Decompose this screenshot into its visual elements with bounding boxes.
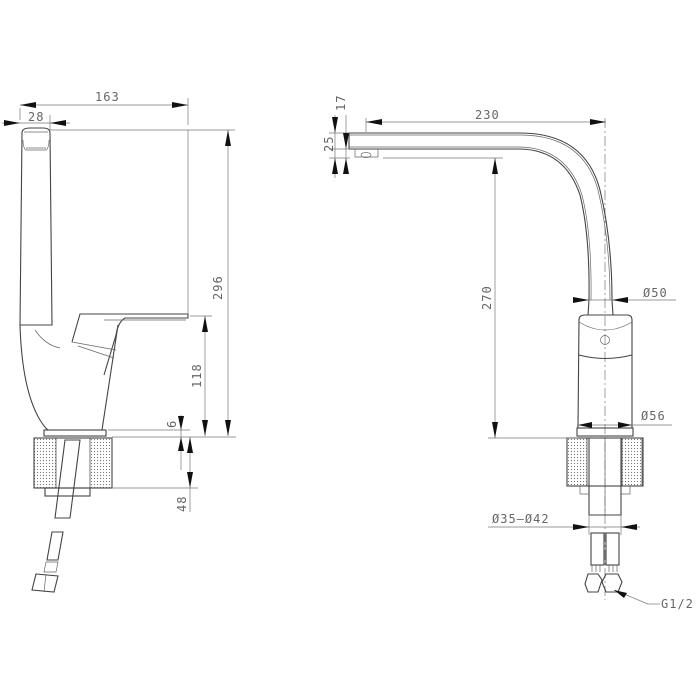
dim-overall-reach: 163	[95, 90, 120, 104]
dim-base-thickness: 6	[165, 420, 179, 428]
dim-body-diameter: Ø56	[641, 409, 666, 423]
dim-spout-tip-step: 17	[334, 95, 348, 111]
dim-spout-height: 270	[480, 285, 494, 310]
dim-overall-height: 296	[211, 275, 225, 300]
dim-neck-diameter: Ø50	[643, 286, 668, 300]
dim-spout-tip-height: 25	[322, 136, 336, 152]
dim-thread: G1/2	[661, 597, 694, 611]
side-view: 163 28 296 118 6 48	[2, 90, 236, 593]
dim-spout-width: 28	[28, 110, 44, 124]
dim-handle-height: 118	[190, 363, 204, 388]
front-view: 230 25 17 270 Ø50 Ø56	[322, 95, 694, 611]
dim-spout-reach: 230	[475, 108, 500, 122]
dim-mount-depth: 48	[175, 496, 189, 512]
dim-hole-diameter: Ø35—Ø42	[492, 512, 550, 526]
